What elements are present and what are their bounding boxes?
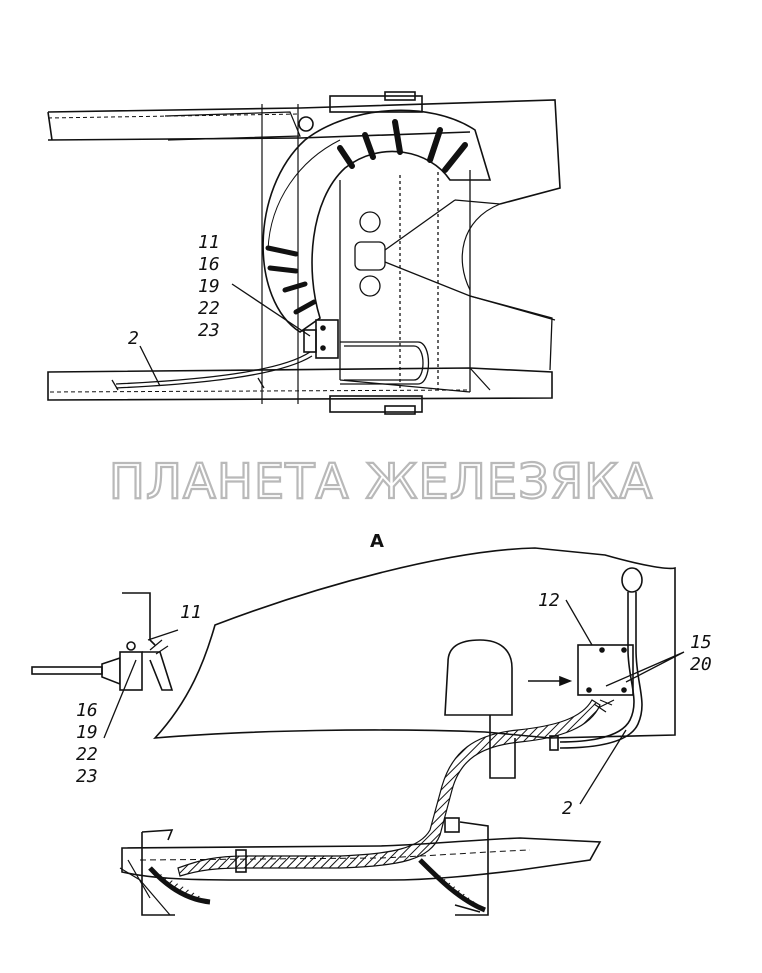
bracket-left xyxy=(141,829,175,916)
top-view xyxy=(47,91,561,415)
callout-2-detail: 2 xyxy=(562,798,573,819)
fastener-2 xyxy=(621,687,627,693)
leader-wire-top xyxy=(139,345,161,387)
direction-arrow-head xyxy=(559,675,573,687)
cable-clip-upper xyxy=(549,735,559,751)
callout-top-11: 11 xyxy=(198,232,220,253)
callout-23: 23 xyxy=(76,766,98,787)
cable-clip-middle xyxy=(444,817,460,833)
callout-12: 12 xyxy=(538,590,560,611)
frame-rail-side xyxy=(121,837,602,881)
callout-16: 16 xyxy=(76,700,98,721)
switch-plunger-rod xyxy=(31,666,103,675)
callout-19: 19 xyxy=(76,722,98,743)
lower-frame-rail xyxy=(47,295,553,401)
cable-bundle-hatched xyxy=(177,699,601,877)
switch-bracket xyxy=(122,592,156,646)
upper-frame-rail xyxy=(47,99,561,205)
leader-12 xyxy=(565,599,593,646)
frame-end-detail xyxy=(119,859,171,916)
wire-harness-top xyxy=(111,341,430,391)
callout-top-19: 19 xyxy=(198,276,220,297)
grommet xyxy=(621,567,643,593)
watermark-text: ПЛАНЕТА ЖЕЛЕЗЯКА xyxy=(109,454,653,510)
cable-clip-lower xyxy=(235,849,247,873)
detail-view-a xyxy=(31,547,685,916)
brake-switch-top xyxy=(303,319,339,359)
fastener-1 xyxy=(586,687,592,693)
callout-top-16: 16 xyxy=(198,254,220,275)
callout-top-2: 2 xyxy=(128,328,139,349)
lower-cable-run xyxy=(148,858,486,913)
switch-contacts xyxy=(149,639,169,655)
inner-housing xyxy=(339,170,556,393)
switch-lever xyxy=(142,651,174,691)
fender-arch xyxy=(262,109,492,333)
callout-11: 11 xyxy=(180,602,202,623)
view-label-a: A xyxy=(370,531,384,552)
fastener-4 xyxy=(621,647,627,653)
leader-16-23 xyxy=(103,659,137,739)
cable-strands xyxy=(593,699,615,713)
wire-conduit xyxy=(559,592,643,749)
frame-rail-hidden-line xyxy=(139,849,531,861)
leader-group-top xyxy=(231,283,311,337)
mudflap xyxy=(444,639,513,716)
fender-side xyxy=(153,547,676,739)
leader-15-20 xyxy=(605,651,685,687)
leader-11 xyxy=(147,629,179,641)
fastener-3 xyxy=(599,647,605,653)
callout-15: 15 xyxy=(690,632,712,653)
switch-screw xyxy=(126,641,136,651)
mounting-panel xyxy=(577,644,634,696)
callout-20: 20 xyxy=(690,654,712,675)
callout-top-23: 23 xyxy=(198,320,220,341)
leader-2-detail xyxy=(579,729,627,805)
bracket-right xyxy=(454,821,489,916)
switch-body-taper xyxy=(101,656,121,686)
callout-22: 22 xyxy=(76,744,98,765)
callout-top-22: 22 xyxy=(198,298,220,319)
